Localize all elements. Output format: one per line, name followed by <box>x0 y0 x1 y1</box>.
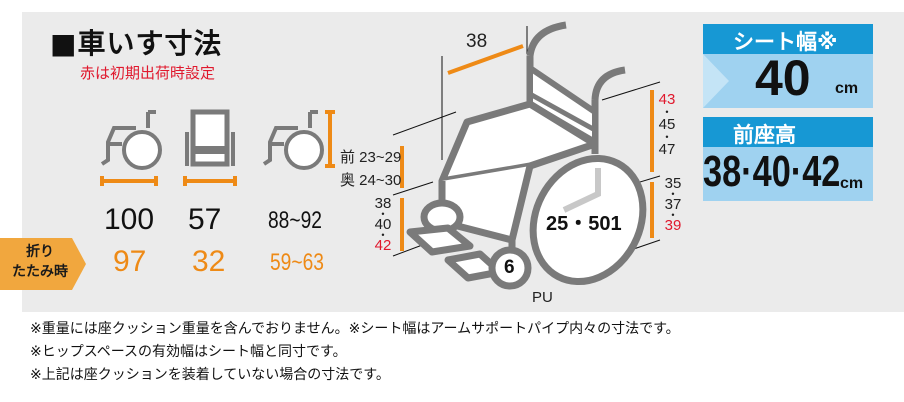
default-setting-note: 赤は初期出荷時設定 <box>80 64 216 82</box>
page-title: ■車いす寸法 <box>50 27 223 60</box>
wheelchair-front-width-icon <box>183 109 237 186</box>
width-value: 57 <box>188 203 222 236</box>
folded-width-value: 32 <box>192 245 226 278</box>
folded-height-value: 59~63 <box>270 249 324 276</box>
front-seat-height-header: 前座高 <box>703 117 873 147</box>
caster-material: PU <box>532 289 553 306</box>
rear-seat-height-39: 39 <box>664 217 682 234</box>
height-value: 88~92 <box>268 207 322 234</box>
front-seat-height-42: 42 <box>374 237 392 254</box>
wheelchair-side-length-icon <box>100 110 162 186</box>
folded-label: 折り たたみ時 <box>4 242 76 282</box>
front-seat-height-40: 40 <box>374 216 392 233</box>
front-seat-height-value: 38·40·42 <box>703 147 841 196</box>
seat-width-header: シート幅※ <box>703 24 873 54</box>
armrest-height-45: 45 <box>658 116 676 133</box>
seat-width-body: 40 cm <box>703 50 873 108</box>
arrow-decoration-icon <box>703 54 729 108</box>
seat-width-value: 40 <box>755 50 811 106</box>
seat-width-label: シート幅※ <box>733 30 838 54</box>
front-seat-height-label: 前座高 <box>733 123 796 147</box>
footrest-front-value: 前 23~29 <box>340 149 402 166</box>
rear-seat-height-list: 35 • 37 • 39 <box>662 176 684 233</box>
seat-width-unit: cm <box>835 80 859 97</box>
folded-label-line2: たたみ時 <box>12 264 68 280</box>
wheelchair-diagram <box>392 21 661 290</box>
caster-size: 6 <box>504 257 515 278</box>
folded-length-value: 97 <box>113 245 147 278</box>
folded-label-line1: 折り <box>26 244 54 260</box>
rear-seat-height-37: 37 <box>664 196 682 213</box>
footnote-cushion: ※上記は座クッションを装着していない場合の寸法です。 <box>30 367 390 383</box>
armrest-height-47: 47 <box>658 141 676 158</box>
footrest-back-value: 奥 24~30 <box>340 172 402 189</box>
wheelchair-side-height-icon <box>262 110 335 170</box>
folded-badge <box>0 238 86 290</box>
front-seat-height-38: 38 <box>374 195 392 212</box>
front-seat-height-body: 38·40·42 cm <box>703 147 873 201</box>
seat-width-box: シート幅※ 40 cm <box>703 24 873 108</box>
footnotes: ※重量には座クッション重量を含んでおりません。※シート幅はアームサポートパイプ内… <box>30 318 680 387</box>
length-value: 100 <box>104 203 155 236</box>
seat-depth-value: 38 <box>466 31 488 52</box>
armrest-height-list: 43 • 45 • 47 <box>656 92 678 157</box>
armrest-height-43: 43 <box>658 91 676 108</box>
front-seat-height-unit: cm <box>840 175 864 192</box>
footnote-weight: ※重量には座クッション重量を含んでおりません。※シート幅はアームサポートパイプ内… <box>30 321 680 337</box>
front-seat-height-box: 前座高 38·40·42 cm <box>703 117 873 201</box>
front-seat-height-list: 38 • 40 • 42 <box>372 196 394 253</box>
rear-wheel-size: 25・501 <box>546 213 622 235</box>
rear-seat-height-35: 35 <box>664 175 682 192</box>
footnote-hip-space: ※ヒップスペースの有効幅はシート幅と同寸です。 <box>30 344 347 360</box>
